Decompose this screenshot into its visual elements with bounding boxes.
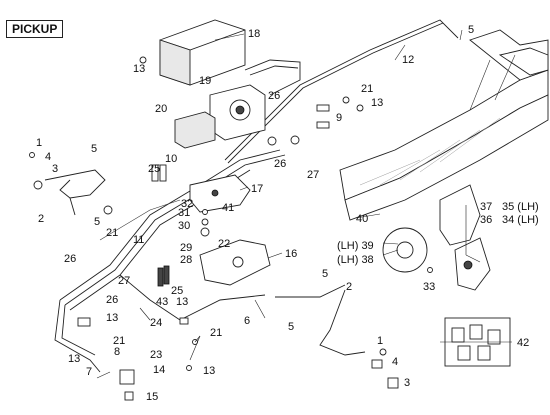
callout-5d: 5 [322, 268, 328, 280]
callout-13a: 13 [133, 63, 145, 75]
callout-27b: 27 [118, 275, 130, 287]
callout-5a: 5 [91, 143, 97, 155]
callout-19: 19 [199, 75, 211, 87]
callout-41: 41 [222, 202, 234, 214]
callout-2b: 2 [346, 281, 352, 293]
callout-35: 35 (LH) [502, 201, 539, 213]
callout-5c: 5 [94, 216, 100, 228]
callout-10: 10 [165, 153, 177, 165]
callout-5b: 5 [468, 24, 474, 36]
callout-13c: 13 [176, 296, 188, 308]
callout-21b: 21 [106, 227, 118, 239]
callout-21a: 21 [361, 83, 373, 95]
callout-26b: 26 [274, 158, 286, 170]
callout-4b: 4 [392, 356, 398, 368]
callout-labels: 1 1 2 2 3 3 4 4 5 5 5 5 5 6 7 8 9 10 11 … [36, 24, 539, 403]
callout-15: 15 [146, 391, 158, 403]
callout-14: 14 [153, 364, 165, 376]
callout-2a: 2 [38, 213, 44, 225]
callout-1a: 1 [36, 137, 42, 149]
callout-13e: 13 [68, 353, 80, 365]
callout-28: 28 [180, 254, 192, 266]
brake-hose-left [44, 169, 106, 199]
bracket-17 [189, 174, 251, 213]
callout-3b: 3 [404, 377, 410, 389]
callout-26d: 26 [106, 294, 118, 306]
callout-3a: 3 [52, 163, 58, 175]
callout-7: 7 [86, 366, 92, 378]
chassis-frame [339, 29, 549, 246]
callout-20: 20 [155, 103, 167, 115]
callout-9: 9 [336, 112, 342, 124]
leader-lines [96, 29, 512, 379]
callout-5e: 5 [288, 321, 294, 333]
abs-modulator [174, 59, 301, 149]
callout-22: 22 [218, 238, 230, 250]
callout-24: 24 [150, 317, 162, 329]
callout-30: 30 [178, 220, 190, 232]
callout-36: 36 [480, 214, 492, 226]
abs-cover [159, 19, 246, 86]
callout-32: 32 [181, 198, 193, 210]
brake-disc-shield [382, 227, 428, 273]
callout-12: 12 [402, 54, 414, 66]
callout-39: (LH) 39 [337, 240, 374, 252]
callout-26a: 26 [268, 90, 280, 102]
callout-18: 18 [248, 28, 260, 40]
caliper [454, 237, 491, 291]
callout-21d: 21 [113, 335, 125, 347]
callout-31: 31 [178, 207, 190, 219]
callout-33: 33 [423, 281, 435, 293]
callout-27a: 27 [307, 169, 319, 181]
callout-4a: 4 [45, 151, 51, 163]
callout-13f: 13 [203, 365, 215, 377]
brake-hose-right [275, 284, 346, 298]
callout-21c: 21 [210, 327, 222, 339]
callout-43: 43 [156, 296, 168, 308]
callout-37: 37 [480, 201, 492, 213]
callout-11: 11 [133, 234, 144, 246]
callout-13d: 13 [106, 312, 118, 324]
callout-23: 23 [150, 349, 162, 361]
callout-13b: 13 [371, 97, 383, 109]
diagram-title: PICKUP [6, 20, 64, 38]
callout-17: 17 [251, 183, 263, 195]
callout-25a: 25 [148, 163, 160, 175]
callout-1b: 1 [377, 335, 383, 347]
callout-40: 40 [356, 213, 368, 225]
callout-38: (LH) 38 [337, 254, 374, 266]
callout-42: 42 [517, 337, 529, 349]
bracket-16 [199, 239, 271, 286]
brake-pipe-12 [224, 19, 459, 161]
callout-6: 6 [244, 315, 250, 327]
callout-34: 34 (LH) [502, 214, 539, 226]
callout-29: 29 [180, 242, 192, 254]
callout-8: 8 [114, 346, 120, 358]
callout-16: 16 [285, 248, 297, 260]
small-fittings [29, 56, 433, 401]
callout-25b: 25 [171, 285, 183, 297]
callout-26c: 26 [64, 253, 76, 265]
